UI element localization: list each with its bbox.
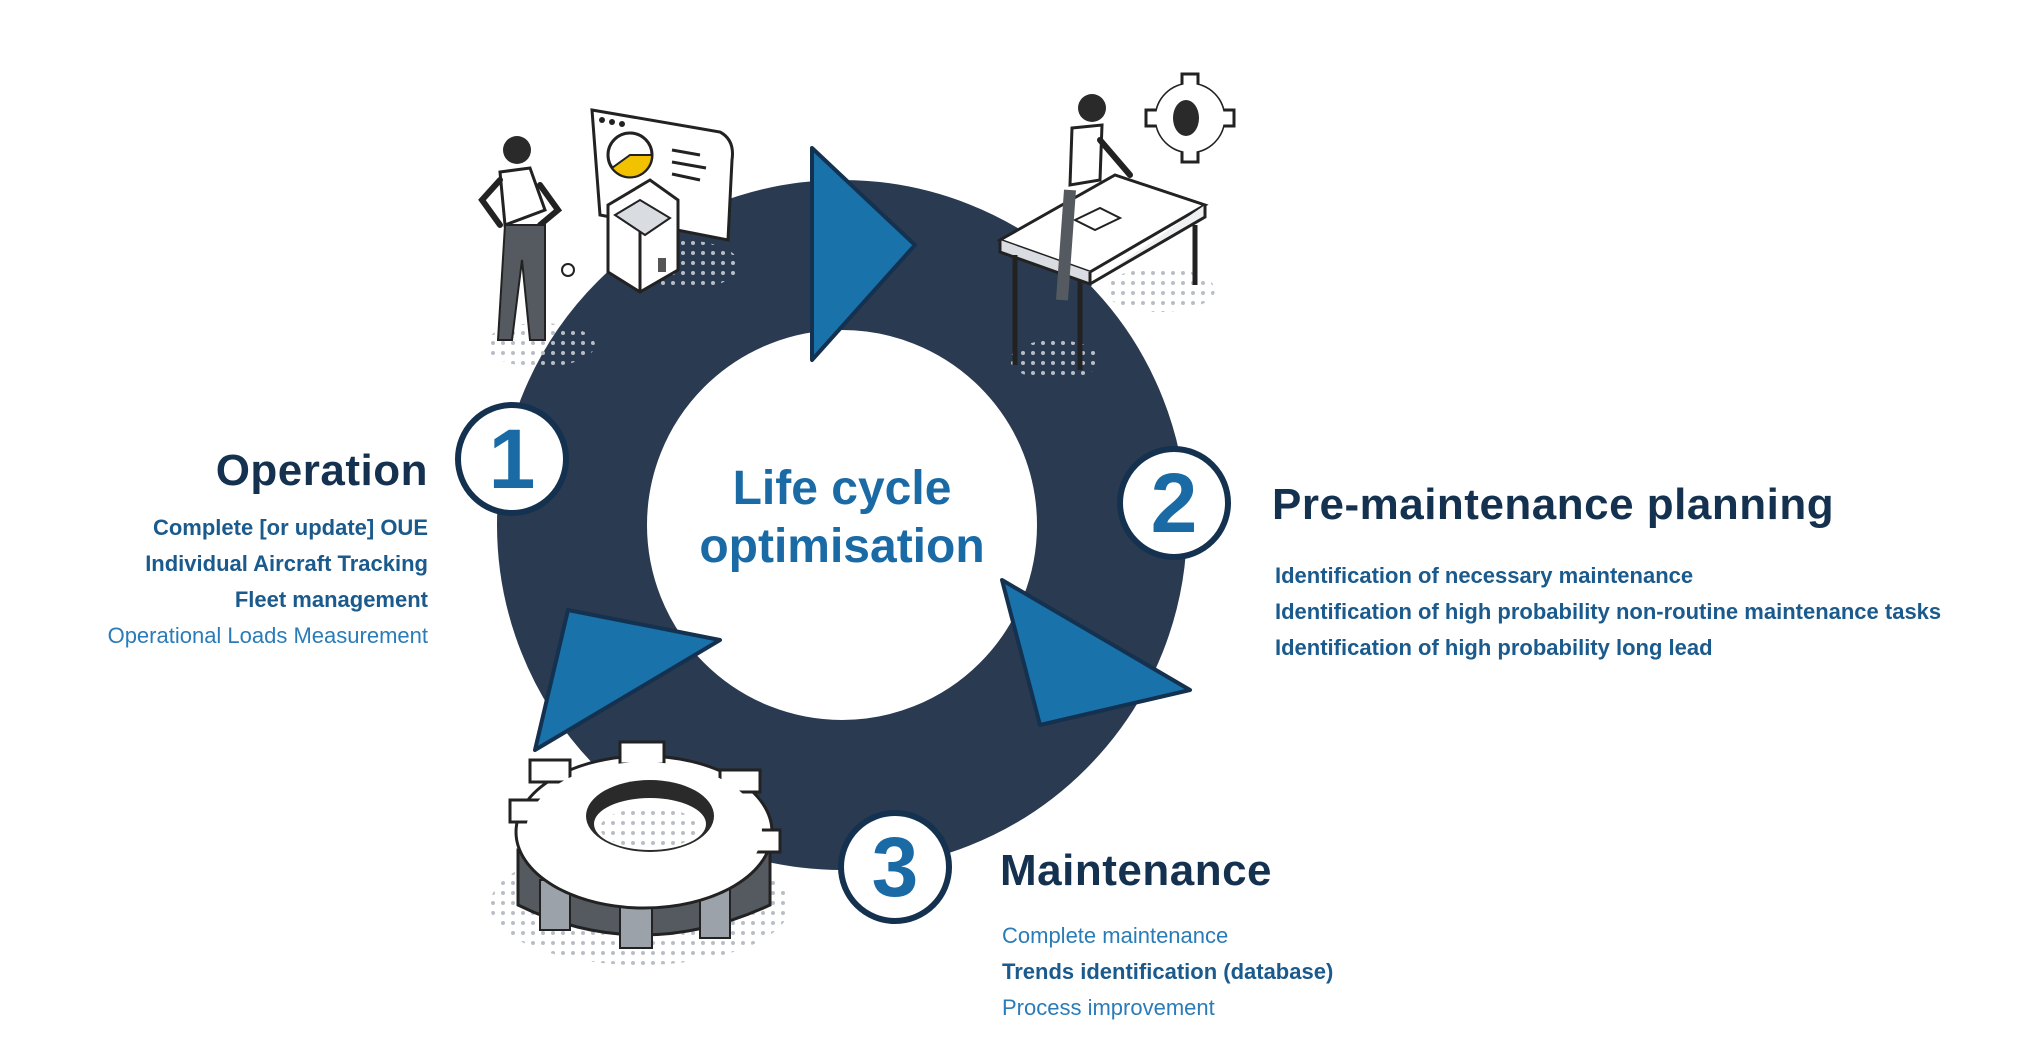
arrow-top-icon (810, 146, 917, 362)
stage-3-title: Maintenance (1000, 846, 1273, 895)
stage-1-badge: 1 (455, 402, 569, 516)
center-title-line1: Life cycle (732, 462, 952, 515)
stage-1-item: Complete [or update] OUE (152, 515, 428, 540)
stage-2-item: Identification of high probability long … (1275, 635, 1713, 660)
stage-3-item: Process improvement (1002, 995, 1215, 1020)
center-title-line2: optimisation (699, 520, 985, 573)
stage-1-item: Individual Aircraft Tracking (145, 551, 428, 576)
stage-3-list: Complete maintenance Trends identificati… (1002, 918, 1333, 1026)
stage-1-list: Complete [or update] OUE Individual Airc… (108, 510, 428, 654)
arrow-right-icon (1000, 578, 1192, 727)
person-at-desk-icon (996, 94, 1215, 380)
stage-1-item: Fleet management (234, 587, 428, 612)
stage-3-badge: 3 (838, 810, 952, 924)
stage-1-title: Operation (215, 446, 428, 495)
stage-2-list: Identification of necessary maintenance … (1275, 558, 1941, 666)
stage-2-title: Pre-maintenance planning (1272, 480, 1835, 529)
stage-1-item: Operational Loads Measurement (107, 623, 428, 648)
stage-2-item: Identification of high probability non-r… (1275, 599, 1942, 624)
arrow-left-icon (533, 608, 722, 752)
stage-3-item: Trends identification (database) (1002, 959, 1334, 984)
small-gear-icon (1144, 72, 1236, 164)
center-title: Life cycle optimisation (642, 460, 1042, 576)
large-gear-icon (490, 740, 790, 965)
stage-2-badge: 2 (1117, 446, 1231, 560)
person-with-dashboard-icon (478, 108, 740, 367)
stage-2-item: Identification of necessary maintenance (1275, 563, 1694, 588)
stage-3-item: Complete maintenance (1002, 923, 1229, 948)
